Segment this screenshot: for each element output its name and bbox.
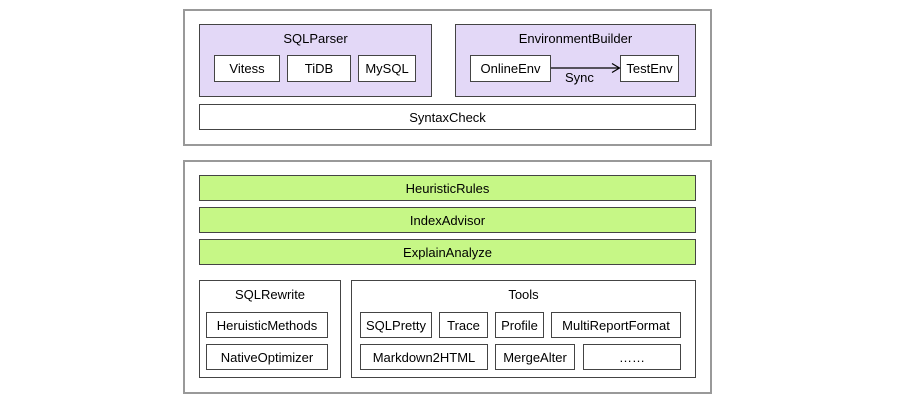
tool-more-ellipsis: …… <box>583 344 681 370</box>
syntax-check-bar: SyntaxCheck <box>199 104 696 130</box>
environment-builder-title: EnvironmentBuilder <box>518 31 633 46</box>
env-node-testenv: TestEnv <box>620 55 679 82</box>
tool-mergealter: MergeAlter <box>495 344 575 370</box>
index-advisor-bar: IndexAdvisor <box>199 207 696 233</box>
sync-arrow <box>551 62 621 74</box>
sqlparser-item-tidb: TiDB <box>287 55 351 82</box>
sqlparser-item-vitess: Vitess <box>214 55 280 82</box>
sync-label: Sync <box>565 70 594 85</box>
sqlrewrite-title: SQLRewrite <box>234 287 306 302</box>
tool-markdown2html: Markdown2HTML <box>360 344 488 370</box>
tool-multireportformat: MultiReportFormat <box>551 312 681 338</box>
sqlparser-title: SQLParser <box>283 31 348 46</box>
env-node-onlineenv: OnlineEnv <box>470 55 551 82</box>
sqlparser-item-mysql: MySQL <box>358 55 416 82</box>
explain-analyze-bar: ExplainAnalyze <box>199 239 696 265</box>
tool-trace: Trace <box>439 312 488 338</box>
sqlrewrite-item-native-optimizer: NativeOptimizer <box>206 344 328 370</box>
tools-title: Tools <box>508 287 539 302</box>
tool-profile: Profile <box>495 312 544 338</box>
heuristic-rules-bar: HeuristicRules <box>199 175 696 201</box>
tool-sqlpretty: SQLPretty <box>360 312 432 338</box>
sqlrewrite-item-heruistic-methods: HeruisticMethods <box>206 312 328 338</box>
